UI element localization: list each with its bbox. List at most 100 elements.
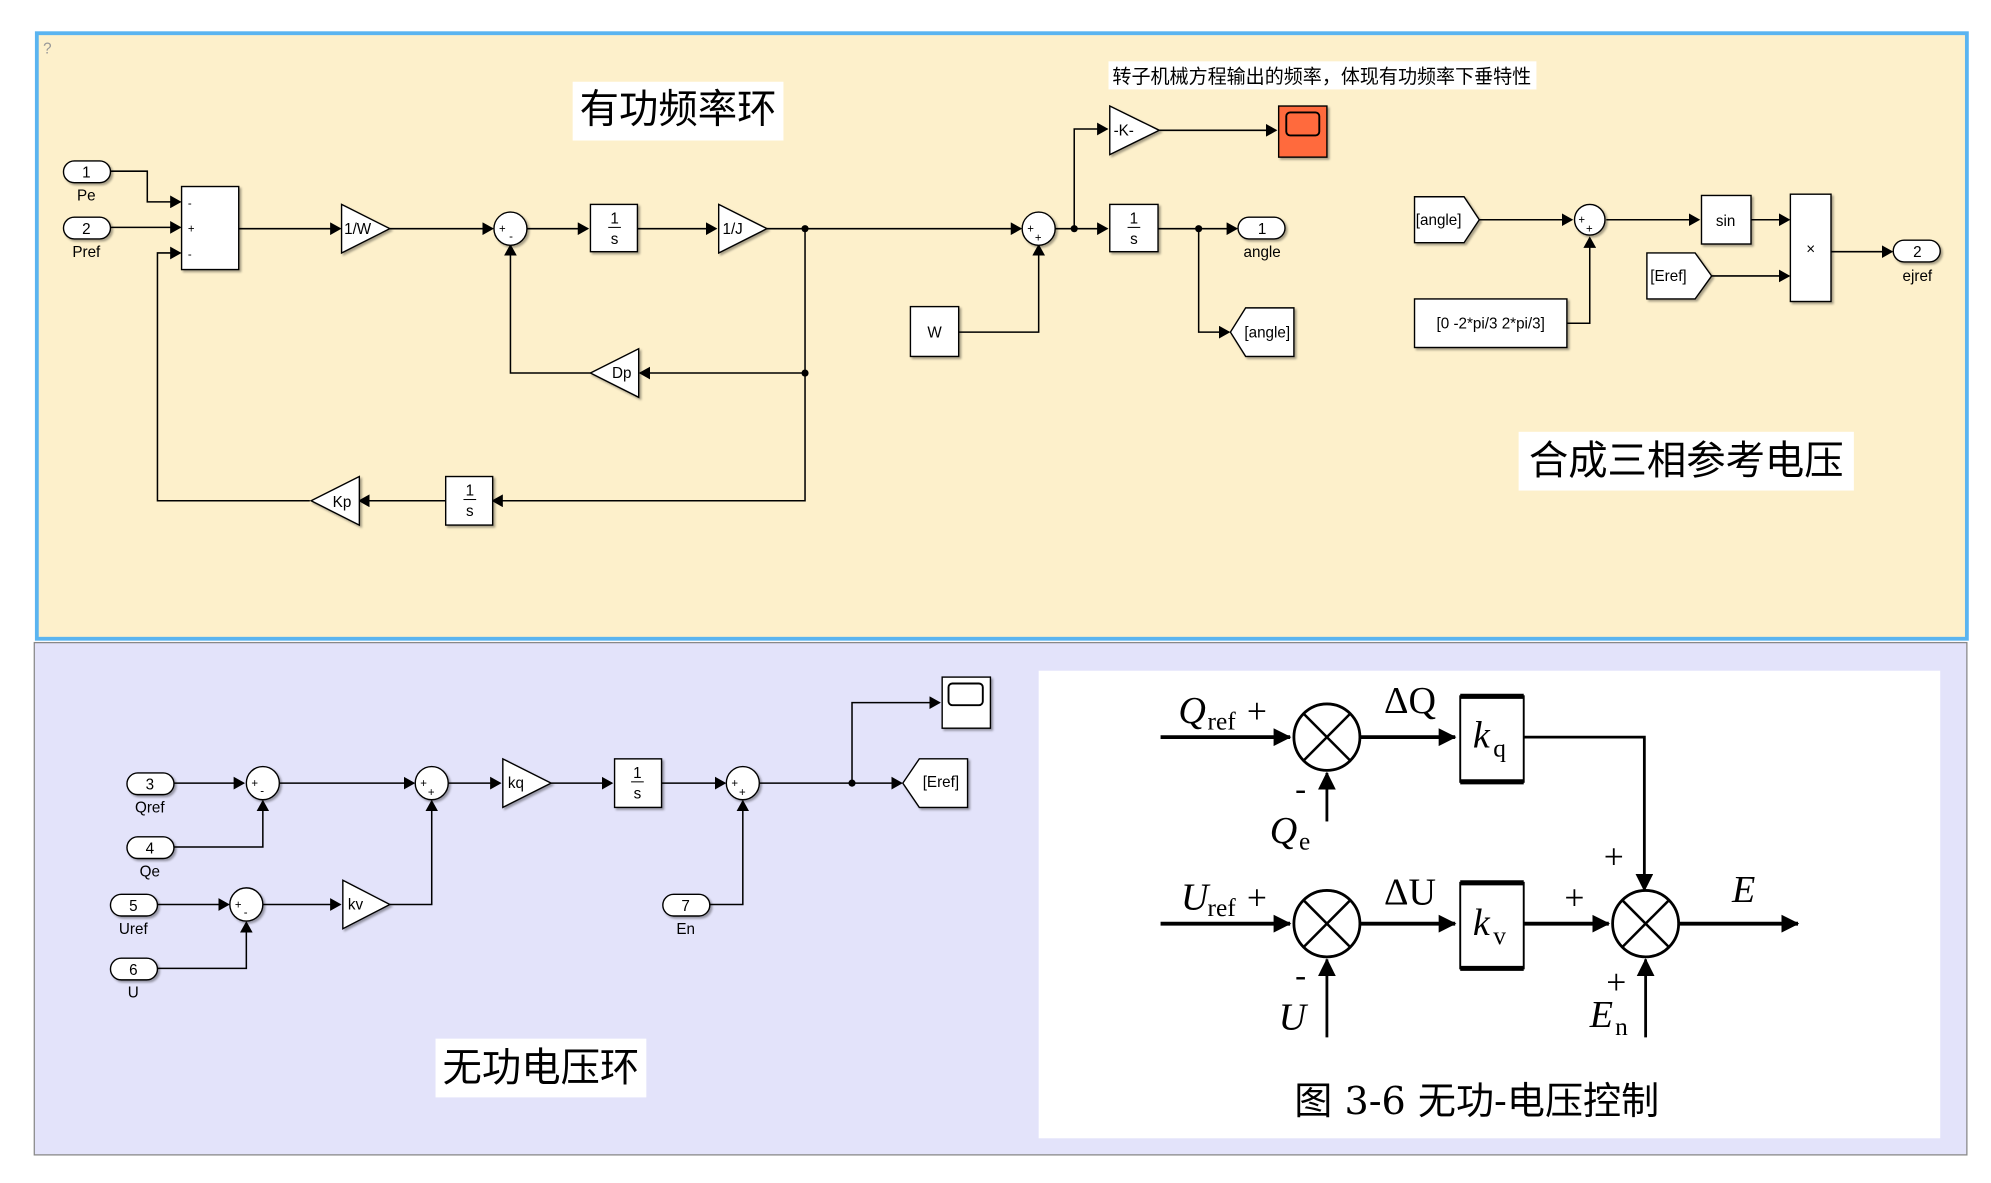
inport-number: 2	[82, 221, 90, 238]
sum-circle-frequency[interactable]: + +	[1021, 211, 1056, 246]
inport-qe[interactable]: 4 Qe	[126, 836, 175, 881]
gain-kq[interactable]: kq	[502, 757, 553, 809]
goto-eref[interactable]: [Eref]	[901, 758, 969, 809]
gain-dp[interactable]: Dp	[588, 347, 640, 399]
outport-label: ejref	[1903, 268, 1933, 285]
inport-qref[interactable]: 3 Qref	[126, 772, 175, 817]
inport-en[interactable]: 7 En	[662, 893, 711, 938]
inport-number: 1	[82, 165, 90, 182]
annotation-bg	[572, 81, 784, 141]
annotation-bg	[1108, 61, 1537, 90]
scope-voltage[interactable]	[941, 676, 992, 729]
gain-k[interactable]: -K-	[1109, 104, 1161, 156]
numerator: 1	[1130, 211, 1138, 228]
sum-circle-phase[interactable]: + +	[1573, 203, 1606, 236]
gain-label: 1/J	[722, 221, 742, 238]
sin-function[interactable]: sin	[1700, 194, 1752, 245]
sum-block-power[interactable]: - + -	[180, 185, 240, 271]
label-kv-sub: v	[1493, 921, 1506, 950]
integrator-3[interactable]: 1 s	[1109, 203, 1159, 253]
constant-w[interactable]: W	[909, 305, 960, 358]
gain-label: Kp	[333, 494, 352, 511]
gain-box-kq	[1459, 693, 1525, 785]
annotation-rotor-note[interactable]: 转子机械方程输出的频率，体现有功频率下垂特性	[1112, 65, 1531, 88]
inport-number: 3	[146, 776, 154, 793]
sign: +	[188, 223, 195, 235]
annotation-three-phase-ref[interactable]: 合成三相参考电压	[1529, 438, 1844, 484]
constant-label: W	[927, 324, 942, 341]
numerator: 1	[633, 765, 641, 782]
numerator: 1	[610, 211, 618, 228]
sign: +	[1578, 215, 1585, 227]
outport-ejref[interactable]: 2 ejref	[1892, 239, 1941, 285]
sign: +	[1247, 691, 1267, 731]
sign: +	[251, 778, 258, 790]
inport-label: En	[676, 921, 695, 938]
sum-circle-q[interactable]: + -	[245, 765, 281, 801]
sum-circle-damping[interactable]: + -	[493, 211, 528, 246]
scope-screen-icon	[947, 682, 984, 707]
label-e: E	[1731, 869, 1755, 911]
product-block[interactable]: ×	[1789, 193, 1832, 303]
reference-figure: Q ref + ΔQ k q - Q e + U ref + ΔU k v + …	[1038, 670, 1941, 1139]
goto-angle[interactable]: [angle]	[1229, 307, 1295, 358]
integrator-2[interactable]: 1 s	[444, 475, 494, 526]
denominator: s	[611, 231, 619, 248]
bottom-wires	[157, 696, 941, 970]
denominator: s	[634, 785, 642, 802]
inport-pe[interactable]: 1 Pe	[62, 160, 112, 205]
constant-phase-offsets[interactable]: [0 -2*pi/3 2*pi/3]	[1413, 298, 1568, 349]
sum-circle-mid[interactable]: + +	[414, 765, 449, 801]
gain-1-over-w[interactable]: 1/W	[340, 203, 392, 255]
top-wires	[110, 122, 1894, 508]
sum-circle-en[interactable]: + +	[725, 765, 761, 801]
sign: +	[1247, 878, 1267, 918]
from-tag: [angle]	[1416, 212, 1462, 229]
from-eref[interactable]: [Eref]	[1646, 252, 1713, 300]
inport-pref[interactable]: 2 Pref	[62, 216, 112, 261]
integrator-1[interactable]: 1 s	[589, 203, 639, 253]
gain-1-over-j[interactable]: 1/J	[717, 203, 769, 255]
label-delta-q: ΔQ	[1384, 680, 1436, 722]
label-qref-sub: ref	[1208, 706, 1237, 735]
multiply-icon: ×	[1806, 241, 1815, 258]
denominator: s	[466, 503, 474, 520]
top-panel-background	[34, 31, 1969, 641]
gain-label: Dp	[612, 365, 631, 382]
scope-frequency[interactable]	[1277, 105, 1328, 158]
sum-junction-u	[1292, 889, 1362, 959]
label-qe-sub: e	[1299, 826, 1310, 855]
integrator-voltage[interactable]: 1 s	[613, 758, 663, 809]
sign: -	[509, 231, 513, 243]
gain-box-kv	[1459, 880, 1525, 971]
annotation-reactive-voltage-loop[interactable]: 无功电压环	[443, 1045, 640, 1091]
gain-label: -K-	[1114, 122, 1134, 139]
sign: -	[1295, 957, 1306, 994]
label-en: E	[1589, 994, 1613, 1036]
label-en-sub: n	[1615, 1012, 1628, 1041]
label-kq: k	[1473, 714, 1491, 756]
denominator: s	[1130, 231, 1138, 248]
inport-number: 5	[129, 898, 137, 915]
from-angle[interactable]: [angle]	[1413, 196, 1481, 244]
gain-kv[interactable]: kv	[342, 879, 392, 930]
annotation-active-power-loop[interactable]: 有功频率环	[580, 87, 777, 133]
active-power-subsystem-area[interactable]: ?	[34, 31, 1969, 641]
sign: -	[1295, 771, 1306, 808]
outport-angle[interactable]: 1 angle	[1237, 216, 1286, 261]
outport-number: 2	[1913, 244, 1921, 261]
annotation-bg	[1518, 431, 1854, 491]
sign: +	[739, 787, 746, 799]
inport-uref[interactable]: 5 Uref	[109, 893, 159, 938]
label-uref: U	[1181, 877, 1211, 919]
sign: -	[188, 198, 192, 210]
sign: -	[244, 907, 248, 919]
gain-label: kv	[348, 897, 364, 914]
gain-label: kq	[508, 775, 524, 792]
inport-u[interactable]: 6 U	[109, 957, 159, 1002]
sum-junction-e	[1611, 889, 1681, 959]
sum-circle-u[interactable]: + -	[229, 887, 264, 922]
gain-kp[interactable]: Kp	[309, 475, 361, 527]
inport-label: Uref	[119, 921, 149, 938]
goto-tag: [Eref]	[923, 774, 959, 791]
